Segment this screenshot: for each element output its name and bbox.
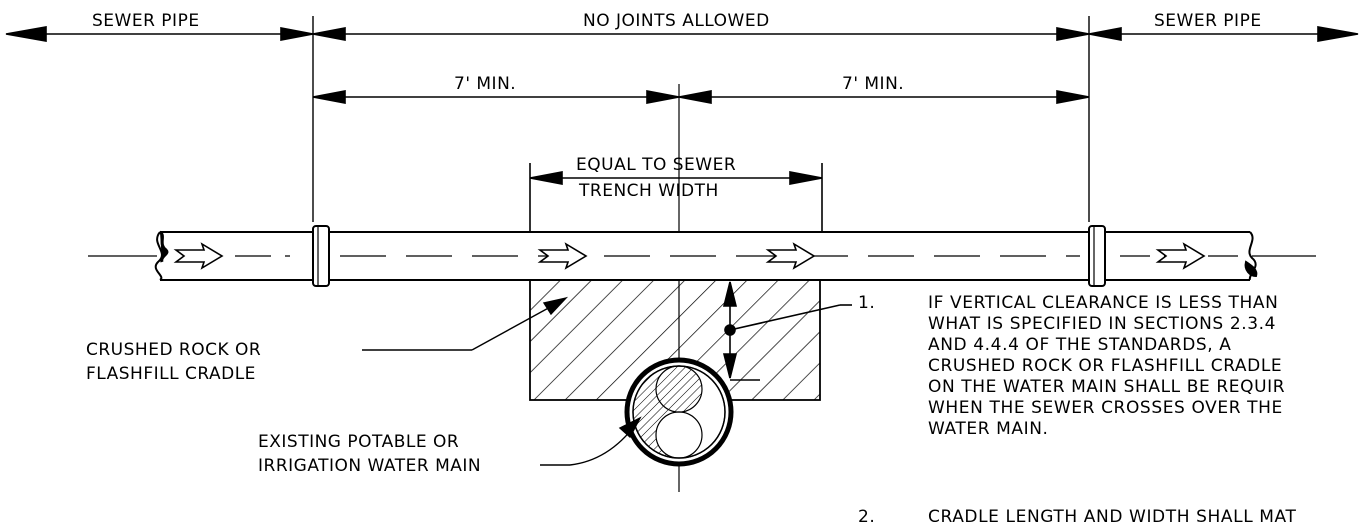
cradle-leader [362,296,569,351]
trench-width-label-line2: TRENCH WIDTH [579,181,719,201]
note-1-number: 1. [858,293,876,313]
note-1-line: AND 4.4.4 OF THE STANDARDS, A [928,335,1232,355]
sewer-pipe-right-label: SEWER PIPE [1154,11,1262,31]
water-main-leader [540,416,642,466]
min-left-label: 7' MIN. [454,74,517,94]
note-1-line: WHAT IS SPECIFIED IN SECTIONS 2.3.4 [928,314,1277,334]
min-right-label: 7' MIN. [842,74,905,94]
sewer-pipe [88,230,1316,281]
trench-width-label-line1: EQUAL TO SEWER [576,155,737,175]
min-dimension-line [312,90,1090,104]
water-main-label-line2: IRRIGATION WATER MAIN [258,456,482,476]
vertical-clearance-dimension [722,281,852,381]
water-main-label-line1: EXISTING POTABLE OR [258,432,460,452]
joint-extension-lines [312,16,1090,222]
pipe-joint-collars [312,225,1106,287]
note-2-number: 2. [858,507,876,523]
note-1-line: CRUSHED ROCK OR FLASHFILL CRADLE [928,356,1283,376]
note-2-line: CRADLE LENGTH AND WIDTH SHALL MAT [928,507,1297,523]
cradle-label-line2: FLASHFILL CRADLE [86,364,256,384]
water-main-section [624,357,734,467]
note-2: 2. CRADLE LENGTH AND WIDTH SHALL MAT [858,507,1364,523]
note-1-line: ON THE WATER MAIN SHALL BE REQUIR [928,377,1286,397]
note-1-line: IF VERTICAL CLEARANCE IS LESS THAN [928,293,1279,313]
note-1-line: WHEN THE SEWER CROSSES OVER THE [928,398,1283,418]
sewer-pipe-left-label: SEWER PIPE [92,11,200,31]
trench-width-dimension [529,163,823,262]
no-joints-label: NO JOINTS ALLOWED [583,11,770,31]
flow-direction-arrows [173,242,1206,270]
top-dimension-line [5,26,1359,42]
note-1: 1. IF VERTICAL CLEARANCE IS LESS THAN WH… [858,293,1364,440]
cradle-label-line1: CRUSHED ROCK OR [86,340,262,360]
note-1-line: WATER MAIN. [928,419,1049,439]
